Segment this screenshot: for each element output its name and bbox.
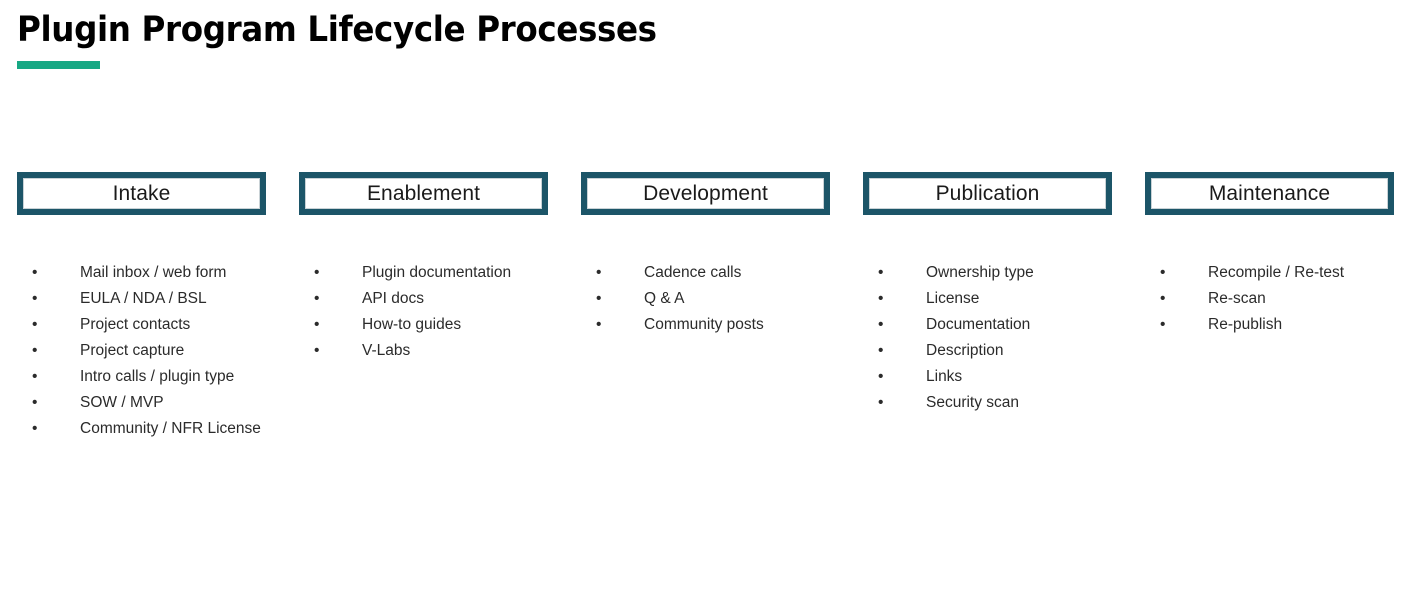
list-item: • EULA / NDA / BSL (32, 286, 266, 312)
bullet-icon: • (32, 394, 38, 411)
bullet-icon: • (314, 342, 320, 359)
list-item-label: Project capture (80, 342, 185, 359)
lifecycle-column-publication: Publication • Ownership type • License •… (863, 172, 1112, 416)
bullet-icon: • (878, 264, 884, 281)
list-item: • How-to guides (314, 312, 548, 338)
bullet-icon: • (314, 316, 320, 333)
list-item: • Intro calls / plugin type (32, 364, 266, 390)
bullet-icon: • (878, 368, 884, 385)
list-item: • Project contacts (32, 312, 266, 338)
item-list-maintenance: • Recompile / Re-test • Re-scan • Re-pub… (1160, 260, 1394, 338)
bullet-icon: • (32, 316, 38, 333)
list-item-label: Re-scan (1208, 290, 1266, 307)
phase-box-development[interactable]: Development (581, 172, 830, 215)
list-item: • Mail inbox / web form (32, 260, 266, 286)
item-list-intake: • Mail inbox / web form • EULA / NDA / B… (32, 260, 266, 442)
lifecycle-column-intake: Intake • Mail inbox / web form • EULA / … (17, 172, 266, 442)
list-item: • Community posts (596, 312, 830, 338)
bullet-icon: • (596, 264, 602, 281)
lifecycle-column-enablement: Enablement • Plugin documentation • API … (299, 172, 548, 364)
phase-box-maintenance[interactable]: Maintenance (1145, 172, 1394, 215)
bullet-icon: • (314, 264, 320, 281)
list-item: • Security scan (878, 390, 1112, 416)
list-item-label: How-to guides (362, 316, 462, 333)
list-item: • SOW / MVP (32, 390, 266, 416)
bullet-icon: • (32, 368, 38, 385)
list-item: • Plugin documentation (314, 260, 548, 286)
list-item: • Re-scan (1160, 286, 1394, 312)
page-title: Plugin Program Lifecycle Processes (17, 10, 657, 50)
list-item-label: V-Labs (362, 342, 411, 359)
bullet-icon: • (878, 316, 884, 333)
title-accent-bar (17, 61, 100, 69)
list-item-label: API docs (362, 290, 425, 307)
item-list-enablement: • Plugin documentation • API docs • How-… (314, 260, 548, 364)
bullet-icon: • (32, 342, 38, 359)
list-item: • Cadence calls (596, 260, 830, 286)
bullet-icon: • (1160, 264, 1166, 281)
list-item: • License (878, 286, 1112, 312)
list-item: • V-Labs (314, 338, 548, 364)
list-item-label: Documentation (926, 316, 1031, 333)
list-item-label: Description (926, 342, 1004, 359)
phase-box-publication[interactable]: Publication (863, 172, 1112, 215)
bullet-icon: • (1160, 290, 1166, 307)
bullet-icon: • (596, 316, 602, 333)
list-item-label: License (926, 290, 980, 307)
list-item-label: Security scan (926, 394, 1020, 411)
list-item: • Re-publish (1160, 312, 1394, 338)
list-item-label: Project contacts (80, 316, 191, 333)
list-item: • Links (878, 364, 1112, 390)
list-item: • Project capture (32, 338, 266, 364)
list-item: • Description (878, 338, 1112, 364)
list-item: • Community / NFR License (32, 416, 266, 442)
phase-label-intake: Intake (112, 181, 171, 205)
title-block: Plugin Program Lifecycle Processes (17, 8, 1357, 69)
phase-label-enablement: Enablement (366, 181, 481, 205)
bullet-icon: • (596, 290, 602, 307)
lifecycle-column-development: Development • Cadence calls • Q & A • Co… (581, 172, 830, 338)
phase-label-maintenance: Maintenance (1208, 181, 1331, 205)
list-item: • API docs (314, 286, 548, 312)
bullet-icon: • (32, 420, 38, 437)
list-item: • Ownership type (878, 260, 1112, 286)
bullet-icon: • (878, 290, 884, 307)
list-item-label: Community posts (644, 316, 764, 333)
list-item-label: Links (926, 368, 963, 385)
list-item-label: Cadence calls (644, 264, 742, 281)
item-list-publication: • Ownership type • License • Documentati… (878, 260, 1112, 416)
list-item-label: Community / NFR License (80, 420, 261, 437)
bullet-icon: • (1160, 316, 1166, 333)
item-list-development: • Cadence calls • Q & A • Community post… (596, 260, 830, 338)
list-item: • Recompile / Re-test (1160, 260, 1394, 286)
phase-box-enablement[interactable]: Enablement (299, 172, 548, 215)
list-item-label: Re-publish (1208, 316, 1283, 333)
list-item-label: Mail inbox / web form (80, 264, 227, 281)
list-item: • Documentation (878, 312, 1112, 338)
phase-label-development: Development (643, 181, 768, 205)
list-item-label: EULA / NDA / BSL (80, 290, 207, 307)
list-item-label: Intro calls / plugin type (80, 368, 235, 385)
lifecycle-columns: Intake • Mail inbox / web form • EULA / … (17, 172, 1396, 442)
phase-box-intake[interactable]: Intake (17, 172, 266, 215)
bullet-icon: • (314, 290, 320, 307)
list-item-label: Plugin documentation (362, 264, 512, 281)
phase-label-publication: Publication (935, 181, 1040, 205)
list-item-label: Recompile / Re-test (1208, 264, 1345, 281)
list-item-label: Q & A (644, 290, 685, 307)
bullet-icon: • (32, 264, 38, 281)
lifecycle-column-maintenance: Maintenance • Recompile / Re-test • Re-s… (1145, 172, 1394, 338)
list-item-label: Ownership type (926, 264, 1034, 281)
list-item: • Q & A (596, 286, 830, 312)
bullet-icon: • (878, 394, 884, 411)
bullet-icon: • (878, 342, 884, 359)
list-item-label: SOW / MVP (80, 394, 164, 411)
bullet-icon: • (32, 290, 38, 307)
